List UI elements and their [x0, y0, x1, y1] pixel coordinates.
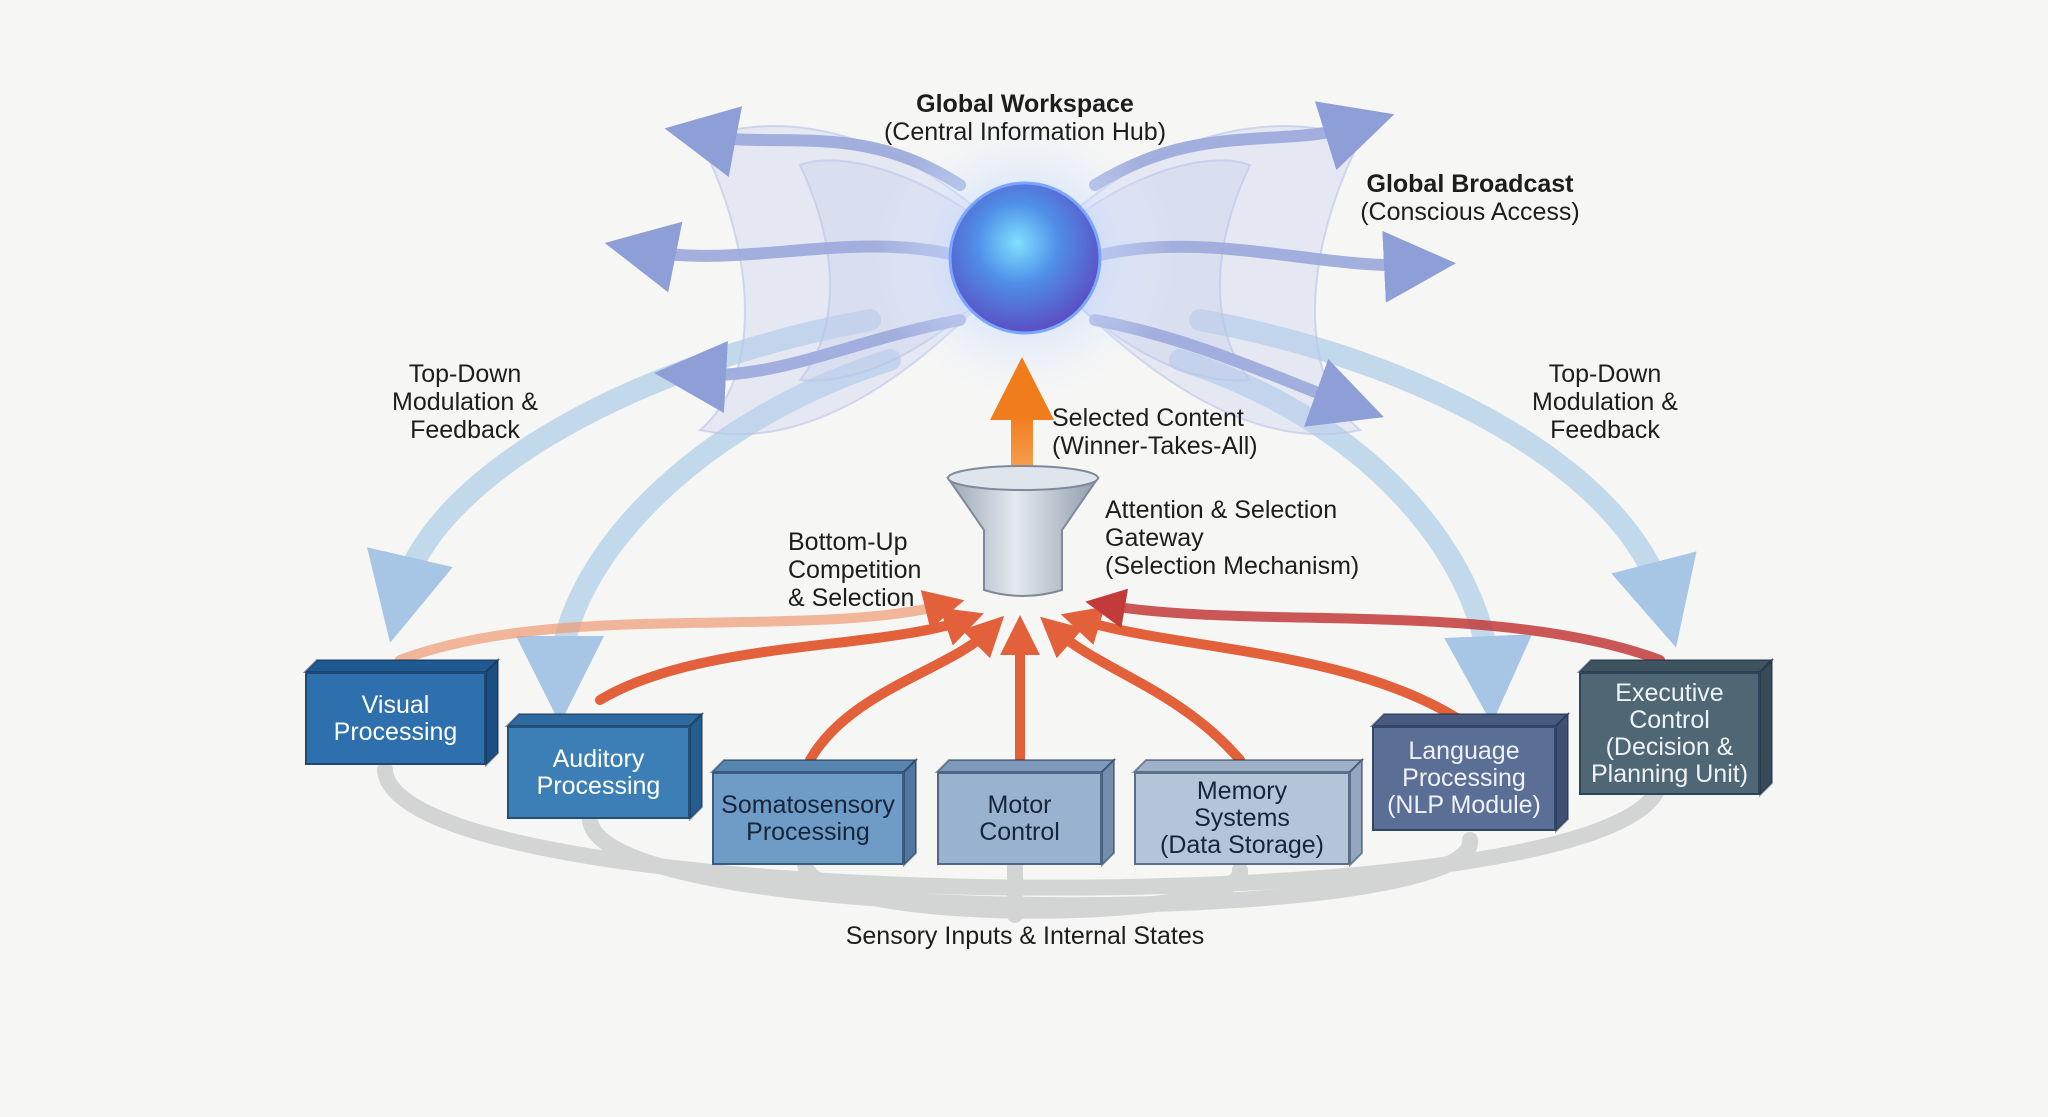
- workspace-core: [875, 108, 1175, 408]
- global-workspace-label: Global Workspace (Central Information Hu…: [860, 90, 1190, 146]
- module-somatosensory-processing[interactable]: Somatosensory Processing: [712, 772, 904, 865]
- module-visual-line-1: Visual: [361, 690, 430, 719]
- module-motor-line-1: Motor: [987, 790, 1052, 819]
- broadcast-title: Global Broadcast: [1366, 170, 1574, 198]
- module-auditory-line-2: Processing: [536, 771, 661, 800]
- module-visual-processing[interactable]: Visual Processing: [305, 672, 486, 765]
- module-somatosensory-line-2: Processing: [746, 817, 870, 846]
- module-language-line-3: (NLP Module): [1387, 791, 1541, 819]
- bottom-up-line-1: Bottom-Up: [788, 528, 908, 556]
- broadcast-subtitle: (Conscious Access): [1360, 198, 1580, 226]
- selected-content-line-2: (Winner-Takes-All): [1052, 432, 1258, 460]
- module-executive-control[interactable]: Executive Control (Decision & Planning U…: [1579, 672, 1760, 795]
- gateway-line-3: (Selection Mechanism): [1105, 552, 1360, 580]
- module-executive-line-2: Control: [1629, 705, 1710, 734]
- sensory-paths: [377, 762, 1668, 923]
- bottom-up-arrows: [395, 588, 1665, 765]
- top-down-right-line-1: Top-Down: [1548, 360, 1662, 388]
- top-down-left-line-3: Feedback: [410, 416, 520, 444]
- module-memory-line-1: Memory: [1196, 777, 1288, 805]
- module-box-tops: [302, 657, 1775, 868]
- gateway-line-2: Gateway: [1105, 524, 1204, 552]
- module-visual-line-2: Processing: [333, 717, 458, 746]
- workspace-subtitle: (Central Information Hub): [883, 118, 1167, 146]
- top-down-left-line-1: Top-Down: [408, 360, 522, 388]
- module-memory-systems[interactable]: Memory Systems (Data Storage): [1134, 772, 1350, 865]
- module-executive-line-3: (Decision &: [1605, 732, 1734, 761]
- top-down-left-line-2: Modulation &: [392, 388, 538, 416]
- module-language-line-2: Processing: [1402, 764, 1526, 792]
- gateway-label: Attention & Selection Gateway (Selection…: [1105, 496, 1359, 580]
- module-executive-line-4: Planning Unit): [1590, 759, 1749, 788]
- module-memory-line-3: (Data Storage): [1160, 831, 1324, 859]
- bottom-up-label: Bottom-Up Competition & Selection: [788, 528, 921, 612]
- sensory-inputs-label: Sensory Inputs & Internal States: [845, 922, 1205, 950]
- gateway-line-1: Attention & Selection: [1105, 496, 1338, 524]
- module-language-line-1: Language: [1408, 737, 1520, 765]
- module-auditory-processing[interactable]: Auditory Processing: [507, 726, 690, 819]
- selected-content-line-1: Selected Content: [1052, 404, 1244, 432]
- module-auditory-line-1: Auditory: [552, 744, 645, 773]
- workspace-title: Global Workspace: [916, 90, 1134, 118]
- top-down-label-left: Top-Down Modulation & Feedback: [375, 360, 555, 444]
- module-motor-control[interactable]: Motor Control: [937, 772, 1102, 865]
- global-broadcast-label: Global Broadcast (Conscious Access): [1350, 170, 1590, 226]
- bottom-up-line-3: & Selection: [788, 584, 915, 612]
- module-somatosensory-line-1: Somatosensory: [721, 790, 895, 819]
- module-memory-line-2: Systems: [1194, 804, 1290, 832]
- selected-content-label: Selected Content (Winner-Takes-All): [1052, 404, 1258, 460]
- top-down-right-line-3: Feedback: [1550, 416, 1660, 444]
- top-down-right-line-2: Modulation &: [1532, 388, 1678, 416]
- module-executive-line-1: Executive: [1615, 678, 1724, 707]
- top-down-label-right: Top-Down Modulation & Feedback: [1515, 360, 1695, 444]
- module-motor-line-2: Control: [979, 817, 1060, 846]
- module-language-processing[interactable]: Language Processing (NLP Module): [1372, 726, 1556, 831]
- bottom-up-line-2: Competition: [788, 556, 922, 584]
- attention-funnel: [946, 465, 1100, 597]
